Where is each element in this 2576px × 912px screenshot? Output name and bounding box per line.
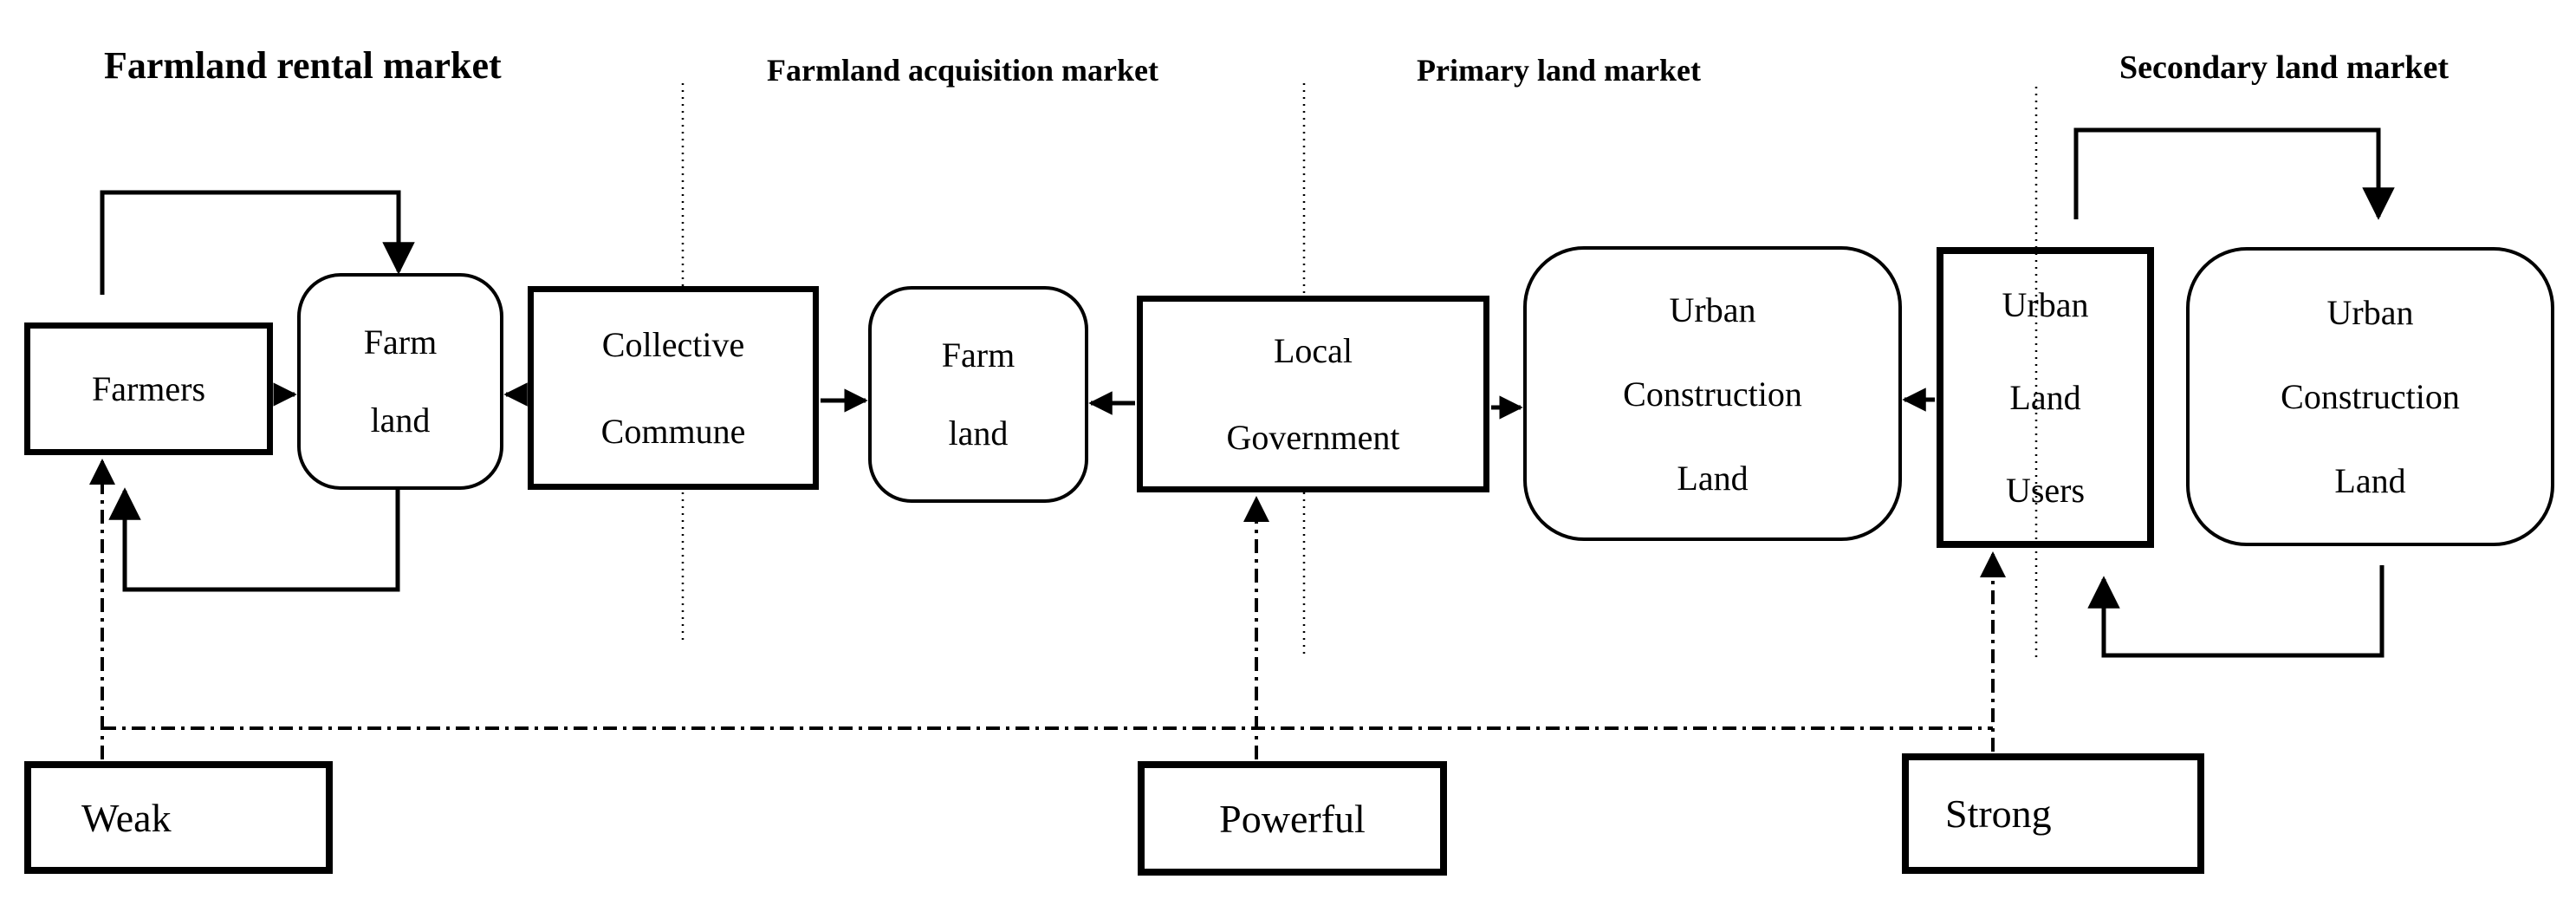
box-weak: Weak [24, 761, 333, 874]
box-farmers-label: Farmers [91, 369, 206, 408]
box-collective-commune: Collective Commune [528, 286, 819, 490]
box-urban-construction-land-secondary: Urban Construction Land [2186, 247, 2554, 546]
loop-ucl-to-urban-land-users-bottom [2087, 565, 2385, 658]
loop-farmland-to-farmers-bottom [108, 486, 400, 592]
title-farmland-acquisition-market: Farmland acquisition market [767, 53, 1159, 88]
box-powerful: Powerful [1138, 761, 1447, 876]
box-urban-construction-land-primary: Urban Construction Land [1523, 246, 1902, 541]
strong-label: Strong [1945, 791, 2052, 836]
box-local-government: Local Government [1137, 296, 1489, 492]
box-strong: Strong [1902, 753, 2204, 874]
box-farm-land-acquired: Farm land [868, 286, 1088, 503]
box-farm-land-rental: Farm land [297, 273, 503, 490]
title-primary-land-market: Primary land market [1417, 53, 1701, 88]
powerful-label: Powerful [1219, 796, 1366, 841]
title-farmland-rental-market: Farmland rental market [104, 44, 502, 87]
loop-urban-land-users-to-ucl-top [2073, 127, 2395, 220]
box-farmers: Farmers [24, 322, 273, 455]
title-secondary-land-market: Secondary land market [2119, 49, 2449, 86]
box-urban-land-users: Urban Land Users [1937, 247, 2154, 548]
weak-label: Weak [81, 795, 172, 840]
